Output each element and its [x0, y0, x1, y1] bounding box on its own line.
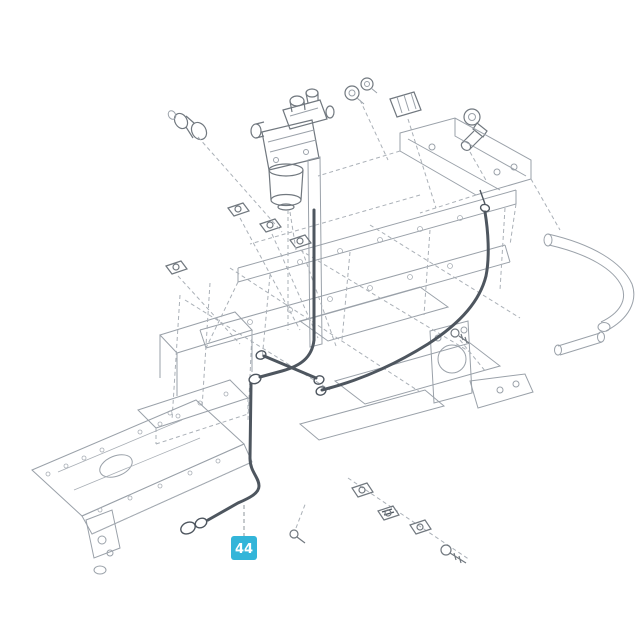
lower-deck-plate	[31, 399, 253, 575]
mid-left-plate	[137, 379, 249, 445]
rear-frame-bracket	[317, 117, 561, 231]
chassis-frame	[159, 156, 534, 441]
fuel-pump-assembly	[250, 88, 335, 211]
fuel-hose-front	[180, 208, 325, 535]
bottom-hardware-row	[289, 477, 471, 564]
elbow-fitting	[460, 108, 488, 183]
connector-plug	[389, 91, 437, 209]
part-callout-44[interactable]: 44	[231, 505, 257, 560]
cap-screws	[344, 77, 378, 105]
part-callout-box[interactable]	[231, 536, 257, 560]
fuel-hose-rear	[315, 189, 491, 396]
bolt-mid-right	[450, 328, 487, 373]
hose-clamps-upper	[227, 202, 337, 347]
handle-bar	[543, 233, 635, 356]
hose-clamp-left	[165, 260, 241, 345]
leader-lines	[197, 99, 389, 251]
grommet-fitting	[167, 110, 208, 141]
part-callout-label: 44	[235, 542, 253, 557]
